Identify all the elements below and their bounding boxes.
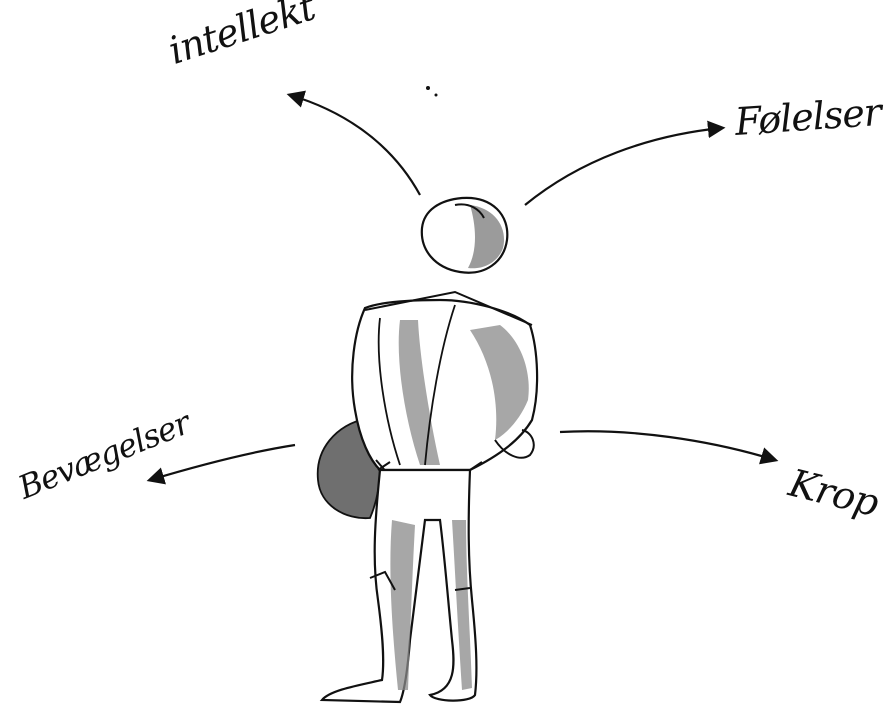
ink-dot xyxy=(435,94,438,97)
arrow-to-intellekt xyxy=(290,95,420,195)
arrow-to-feelings xyxy=(525,128,722,205)
torso xyxy=(352,292,537,474)
arrow-to-movements xyxy=(150,445,295,480)
ink-dot xyxy=(426,86,430,90)
head xyxy=(422,198,508,273)
arrow-to-body xyxy=(560,431,775,460)
